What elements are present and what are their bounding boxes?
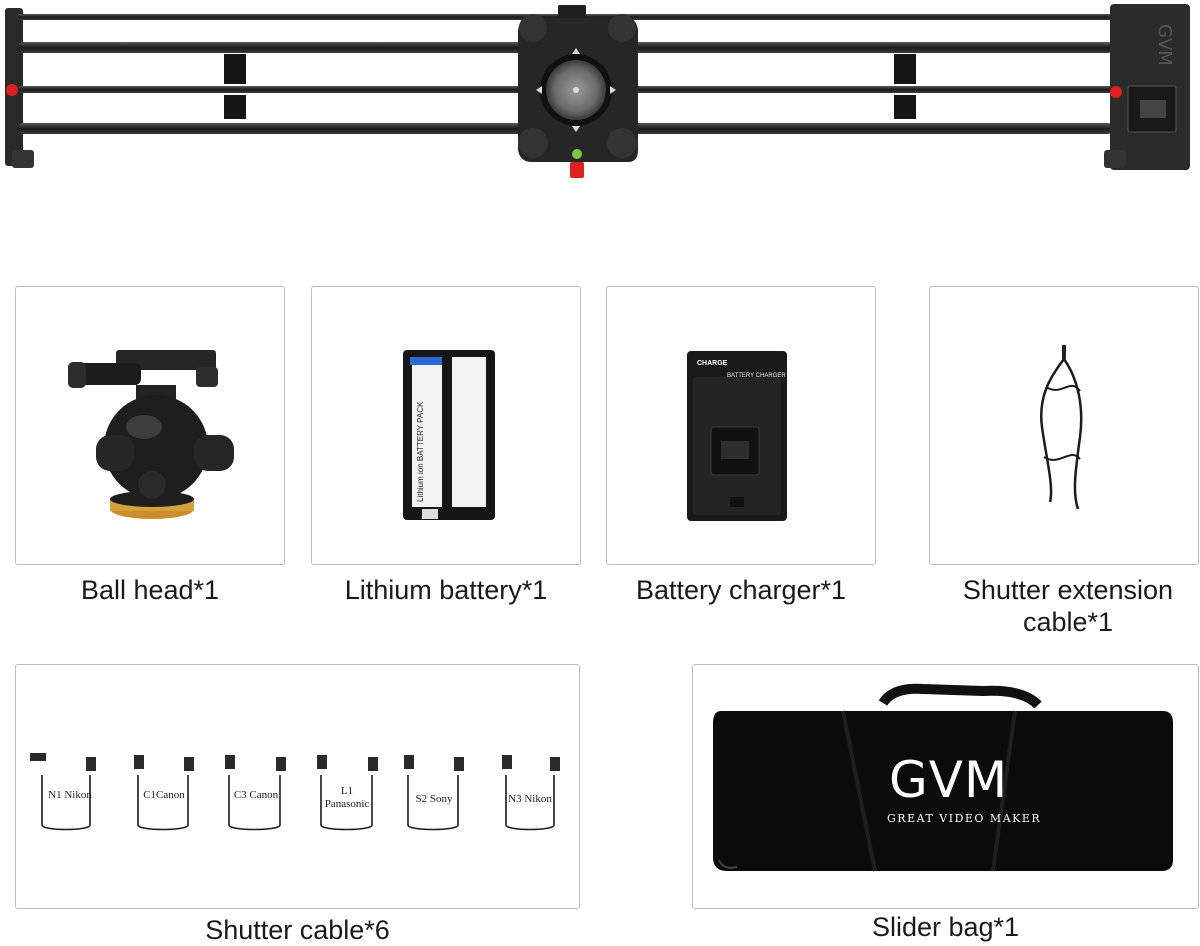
shutter-cable-caption: Shutter cable*6	[205, 915, 390, 945]
cable-label-n1: N1 Nikon	[48, 789, 92, 801]
ball-head-card	[15, 286, 285, 565]
camera-slider-drawing	[5, 4, 1190, 178]
slider-brand-text: GVM	[1154, 24, 1175, 66]
battery-image	[403, 350, 495, 520]
lithium-battery-caption: Lithium battery*1	[344, 575, 548, 605]
cable-label-l1: L1 Panasonic	[324, 785, 370, 810]
slider-bag-card: GVM GREAT VIDEO MAKER	[692, 664, 1199, 909]
cable-label-s2: S2 Sony	[415, 793, 453, 805]
cable-label-c3: C3 Canon	[233, 789, 279, 801]
bag-tagline-text: GREAT VIDEO MAKER	[887, 812, 1042, 825]
charger-charge-text: CHARGE	[697, 360, 728, 367]
charger-image	[687, 351, 787, 521]
cable-label-c1: C1Canon	[143, 789, 185, 801]
bag-brand-text: GVM	[889, 751, 1009, 809]
camera-slider-image: GVM	[0, 0, 1200, 190]
slider-bag-caption: Slider bag*1	[871, 912, 1020, 942]
slider-bag-image	[713, 683, 1173, 872]
ball-head-caption: Ball head*1	[80, 575, 220, 605]
cable-label-n3: N3 Nikon	[508, 793, 552, 805]
shutter-cable-card: N1 Nikon C1Canon C3 Canon L1 Panasonic S…	[15, 664, 580, 909]
shutter-extension-card	[929, 286, 1199, 565]
battery-charger-caption: Battery charger*1	[635, 575, 847, 605]
charger-title-text: BATTERY CHARGER	[727, 373, 786, 379]
battery-label-text: Lithium ion BATTERY PACK	[416, 401, 425, 502]
shutter-cables-image	[30, 753, 560, 831]
extension-cable-image	[1039, 345, 1083, 510]
ball-head-image	[68, 350, 234, 519]
lithium-battery-card: Lithium ion BATTERY PACK	[311, 286, 581, 565]
shutter-extension-caption: Shutter extension cable*1	[962, 575, 1174, 637]
battery-charger-card: CHARGE BATTERY CHARGER	[606, 286, 876, 565]
